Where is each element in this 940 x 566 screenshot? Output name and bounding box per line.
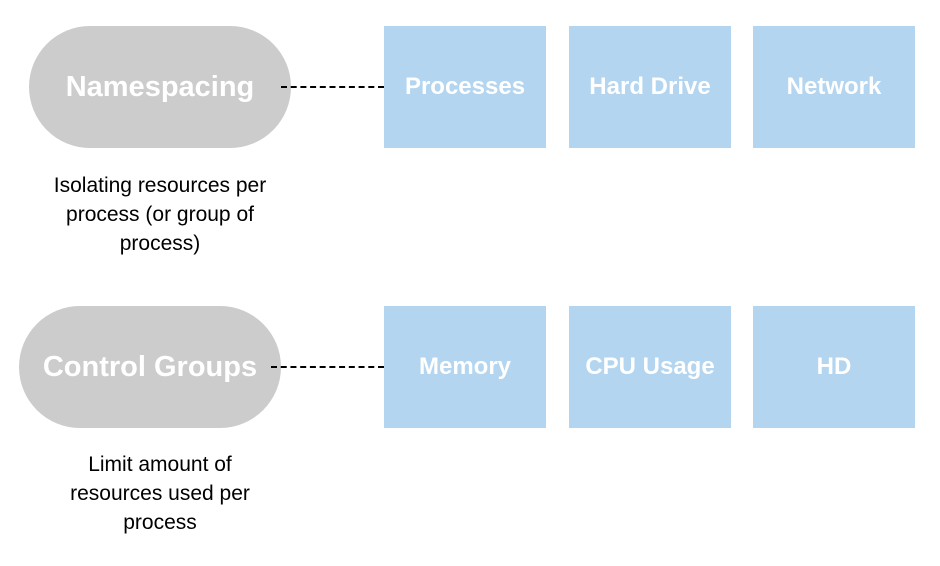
control-groups-connector (271, 366, 384, 368)
namespacing-node: Namespacing (29, 26, 291, 148)
control-groups-label: Control Groups (42, 350, 258, 383)
namespacing-caption: Isolating resources per process (or grou… (53, 174, 267, 255)
processes-label: Processes (404, 73, 526, 100)
memory-box: Memory (384, 306, 546, 428)
hard-drive-label: Hard Drive (589, 73, 711, 100)
processes-box: Processes (384, 26, 546, 148)
namespacing-label: Namespacing (65, 70, 255, 103)
namespacing-connector (281, 86, 384, 88)
cpu-usage-label: CPU Usage (585, 353, 715, 380)
hd-box: HD (753, 306, 915, 428)
cpu-usage-box: CPU Usage (569, 306, 731, 428)
memory-label: Memory (418, 353, 512, 380)
control-groups-caption: Limit amount of resources used per proce… (70, 453, 250, 534)
control-groups-node: Control Groups (19, 306, 281, 428)
hard-drive-box: Hard Drive (569, 26, 731, 148)
hd-label: HD (816, 353, 852, 380)
network-box: Network (753, 26, 915, 148)
network-label: Network (786, 73, 882, 100)
